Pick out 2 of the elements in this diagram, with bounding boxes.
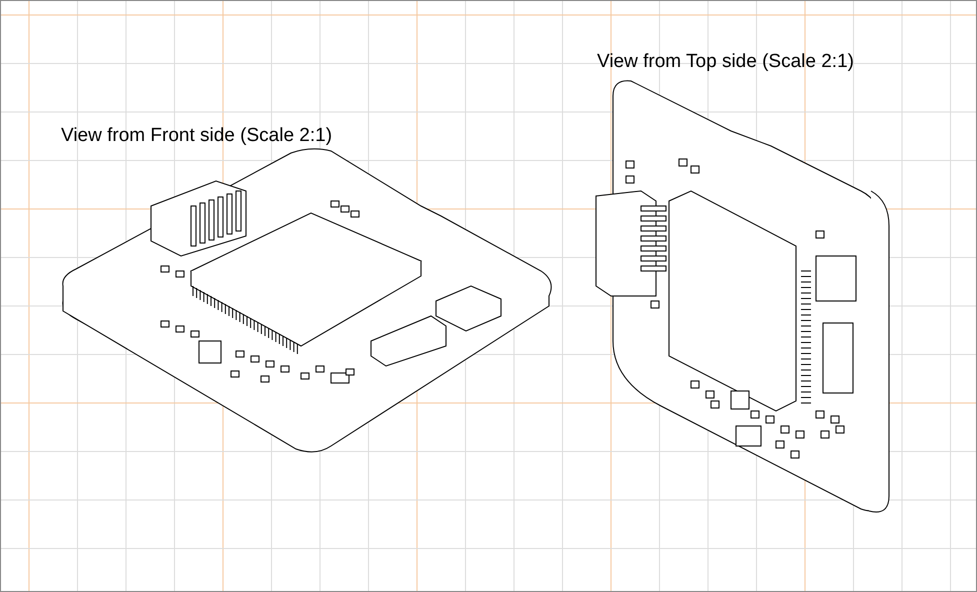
view-caption: View from Front side (Scale 2:1) bbox=[61, 125, 332, 147]
view-caption: View from Top side (Scale 2:1) bbox=[597, 51, 854, 73]
